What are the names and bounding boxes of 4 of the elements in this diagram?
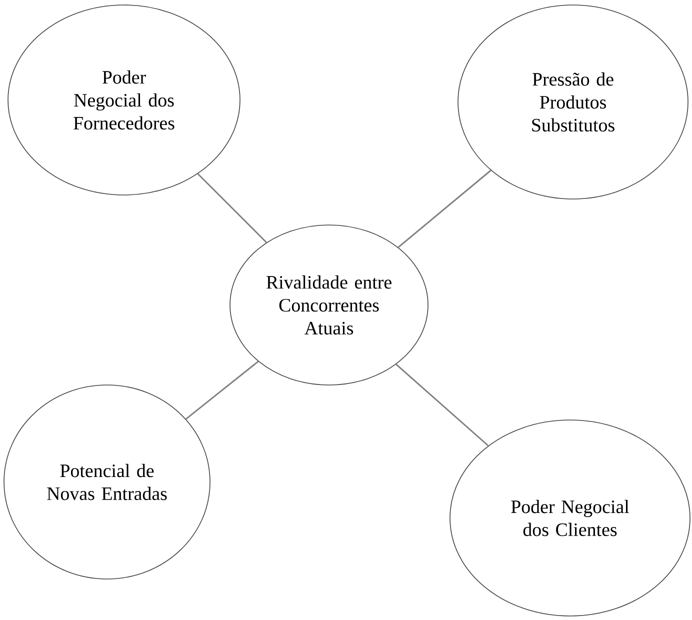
connector-line (197, 173, 268, 244)
connector-line (185, 360, 259, 420)
connector-line (398, 170, 492, 248)
connector-line (396, 364, 489, 446)
